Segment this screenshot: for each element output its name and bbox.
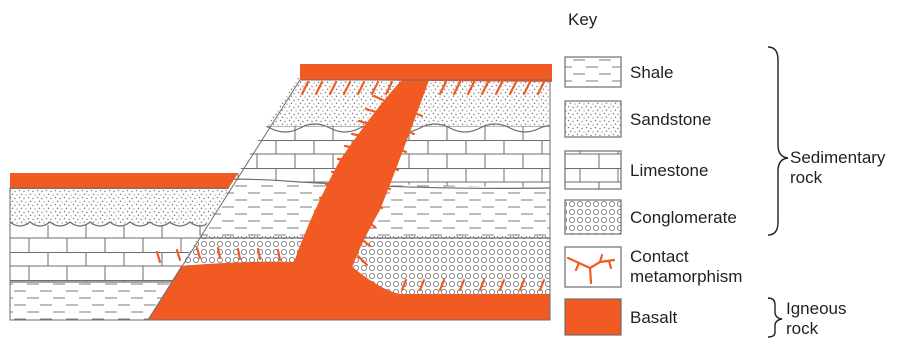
sedimentary-brace xyxy=(768,47,788,235)
conglomerate-swatch xyxy=(565,200,621,234)
basalt-swatch xyxy=(565,299,621,335)
legend-item-basalt: Basalt xyxy=(565,299,678,335)
legend-item-shale: Shale xyxy=(565,57,673,87)
legend-label-contact-line2: metamorphism xyxy=(630,267,742,286)
legend-item-conglomerate: Conglomerate xyxy=(565,200,737,234)
legend-label-contact-line1: Contact xyxy=(630,247,689,266)
legend-label-conglomerate: Conglomerate xyxy=(630,208,737,227)
sandstone-swatch xyxy=(565,101,621,137)
legend-label-shale: Shale xyxy=(630,63,673,82)
igneous-brace xyxy=(768,298,782,337)
limestone-swatch xyxy=(565,151,621,189)
igneous-label-line2: rock xyxy=(786,319,819,338)
legend-label-limestone: Limestone xyxy=(630,161,708,180)
legend-label-basalt: Basalt xyxy=(630,308,678,327)
basalt-top-flow xyxy=(300,64,552,82)
sedimentary-label-line2: rock xyxy=(790,168,823,187)
legend-item-contact-metamorphism: Contact metamorphism xyxy=(565,247,742,287)
key-title: Key xyxy=(568,10,598,29)
legend-item-sandstone: Sandstone xyxy=(565,101,711,137)
left-basalt-surface xyxy=(10,173,238,189)
legend-label-sandstone: Sandstone xyxy=(630,110,711,129)
legend-item-limestone: Limestone xyxy=(565,151,708,189)
legend: Key Shale Sandstone Limestone Conglomera… xyxy=(565,10,886,338)
sedimentary-label-line1: Sedimentary xyxy=(790,148,886,167)
igneous-label-line1: Igneous xyxy=(786,299,847,318)
shale-swatch xyxy=(565,57,621,87)
